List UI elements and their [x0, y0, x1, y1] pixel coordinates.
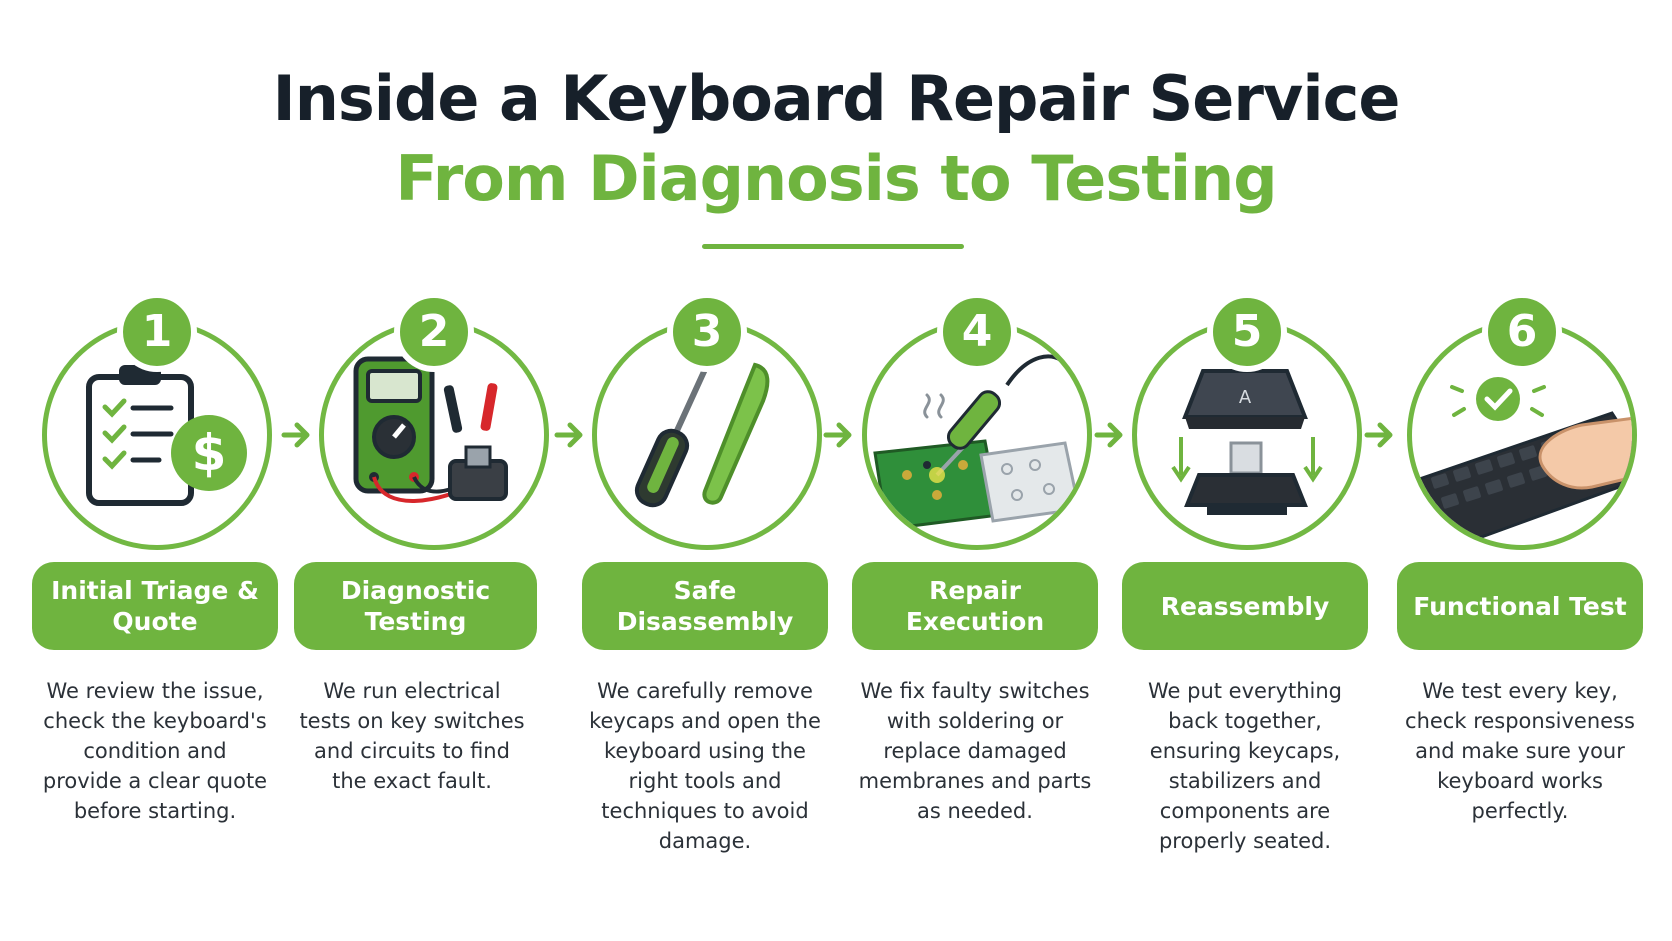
step-6-number: 6 — [1482, 292, 1562, 372]
step-6: 6 Functional Test We test every key, che… — [1385, 0, 1655, 941]
step-6-icon-circle — [1407, 320, 1637, 550]
title-divider — [702, 244, 964, 249]
step-5-number: 5 — [1207, 292, 1287, 372]
step-1-title: Initial Triage & Quote — [32, 562, 278, 650]
clipboard-dollar-icon: $ — [86, 357, 247, 506]
arrow-icon — [1364, 422, 1393, 448]
step-6-title: Functional Test — [1397, 562, 1643, 650]
step-1: $ 1 Initial Triage & Quote We review the… — [20, 0, 290, 941]
page-subtitle: From Diagnosis to Testing — [395, 142, 1277, 215]
step-3: 3 Safe Disassembly We carefully remove k… — [570, 0, 840, 941]
step-2-title: Diagnostic Testing — [294, 562, 537, 650]
svg-text:$: $ — [192, 424, 227, 482]
multimeter-icon — [353, 356, 508, 503]
step-2: 2 Diagnostic Testing We run electrical t… — [294, 0, 567, 941]
step-5-icon-circle: A — [1132, 320, 1362, 550]
step-1-description: We review the issue, check the keyboard'… — [42, 679, 268, 823]
step-1-number: 1 — [117, 292, 197, 372]
step-1-icon-circle: $ — [42, 320, 272, 550]
step-6-description: We test every key, check responsiveness … — [1405, 679, 1635, 823]
arrow-icon — [823, 422, 852, 448]
arrow-icon — [554, 422, 583, 448]
step-3-description: We carefully remove keycaps and open the… — [589, 679, 821, 853]
step-5-title: Reassembly — [1122, 562, 1368, 650]
step-4-number: 4 — [937, 292, 1017, 372]
step-2-description: We run electrical tests on key switches … — [299, 679, 525, 793]
arrow-icon — [1094, 422, 1123, 448]
step-2-number: 2 — [394, 292, 474, 372]
keycap-letter: A — [1239, 387, 1252, 408]
step-4-title: Repair Execution — [852, 562, 1098, 650]
step-3-title: Safe Disassembly — [582, 562, 828, 650]
soldering-iron-icon — [873, 354, 1081, 531]
keyboard-check-icon — [1412, 377, 1632, 545]
step-5-description: We put everything back together, ensurin… — [1147, 679, 1343, 853]
page-title: Inside a Keyboard Repair Service — [272, 62, 1401, 135]
step-4-description: We fix faulty switches with soldering or… — [858, 679, 1092, 823]
step-3-number: 3 — [667, 292, 747, 372]
arrow-icon — [281, 422, 310, 448]
keycap-switch-icon: A — [1171, 369, 1323, 515]
screwdriver-spudger-icon — [634, 362, 770, 508]
step-4: 4 Repair Execution We fix faulty switche… — [840, 0, 1110, 941]
step-5: A 5 Reassembly We put everything back to… — [1110, 0, 1380, 941]
